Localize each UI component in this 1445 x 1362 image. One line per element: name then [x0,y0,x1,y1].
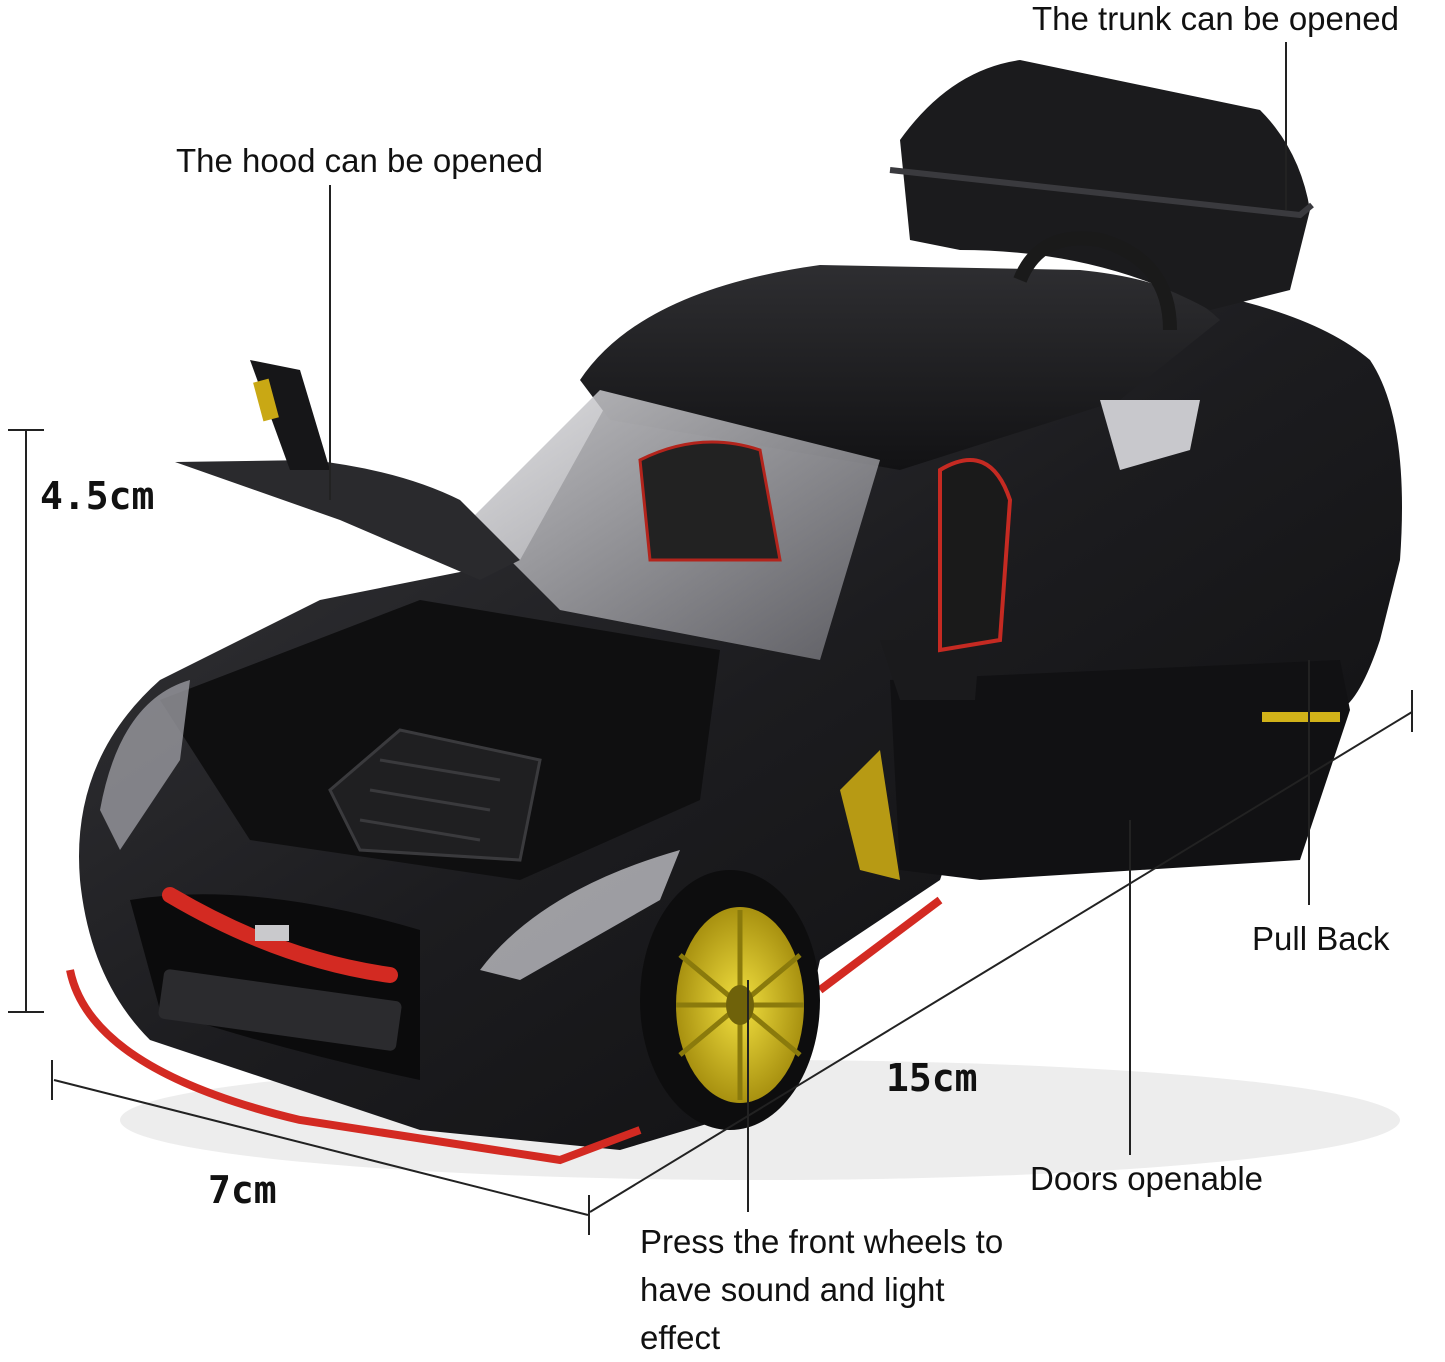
trunk-lid [889,60,1314,310]
red-rocker-accent [817,896,943,994]
trunk-label: The trunk can be opened [1032,0,1399,37]
width-dimension-line [53,1079,589,1216]
front-wheel [640,870,820,1130]
hood-label: The hood can be opened [176,142,543,179]
pull-back-label: Pull Back [1252,920,1390,957]
left-headlight [100,680,190,850]
yellow-side-stripe [840,750,900,880]
interior-seat [938,458,1013,653]
engine-cover [328,728,542,862]
right-headlight [480,850,680,980]
rear-seat [638,440,782,562]
car-roof [580,265,1220,470]
wheels-label: Press the front wheels to have sound and… [640,1223,1004,1356]
hood-hinge-stripe [253,378,279,422]
mesh-grille [158,969,402,1051]
width-dimension-label: 7cm [208,1168,277,1212]
doors-label: Doors openable [1030,1160,1263,1197]
length-dimension-label: 15cm [886,1056,978,1100]
open-door [880,640,1350,880]
hood-panel [175,460,520,580]
trunk-hinge [1013,231,1177,331]
length-dimension-line [589,711,1413,1213]
front-badge [255,925,289,941]
red-side-skirt [66,969,642,1165]
side-window [1100,400,1200,470]
red-grille-accent [162,887,398,983]
height-dimension-label: 4.5cm [40,474,155,518]
